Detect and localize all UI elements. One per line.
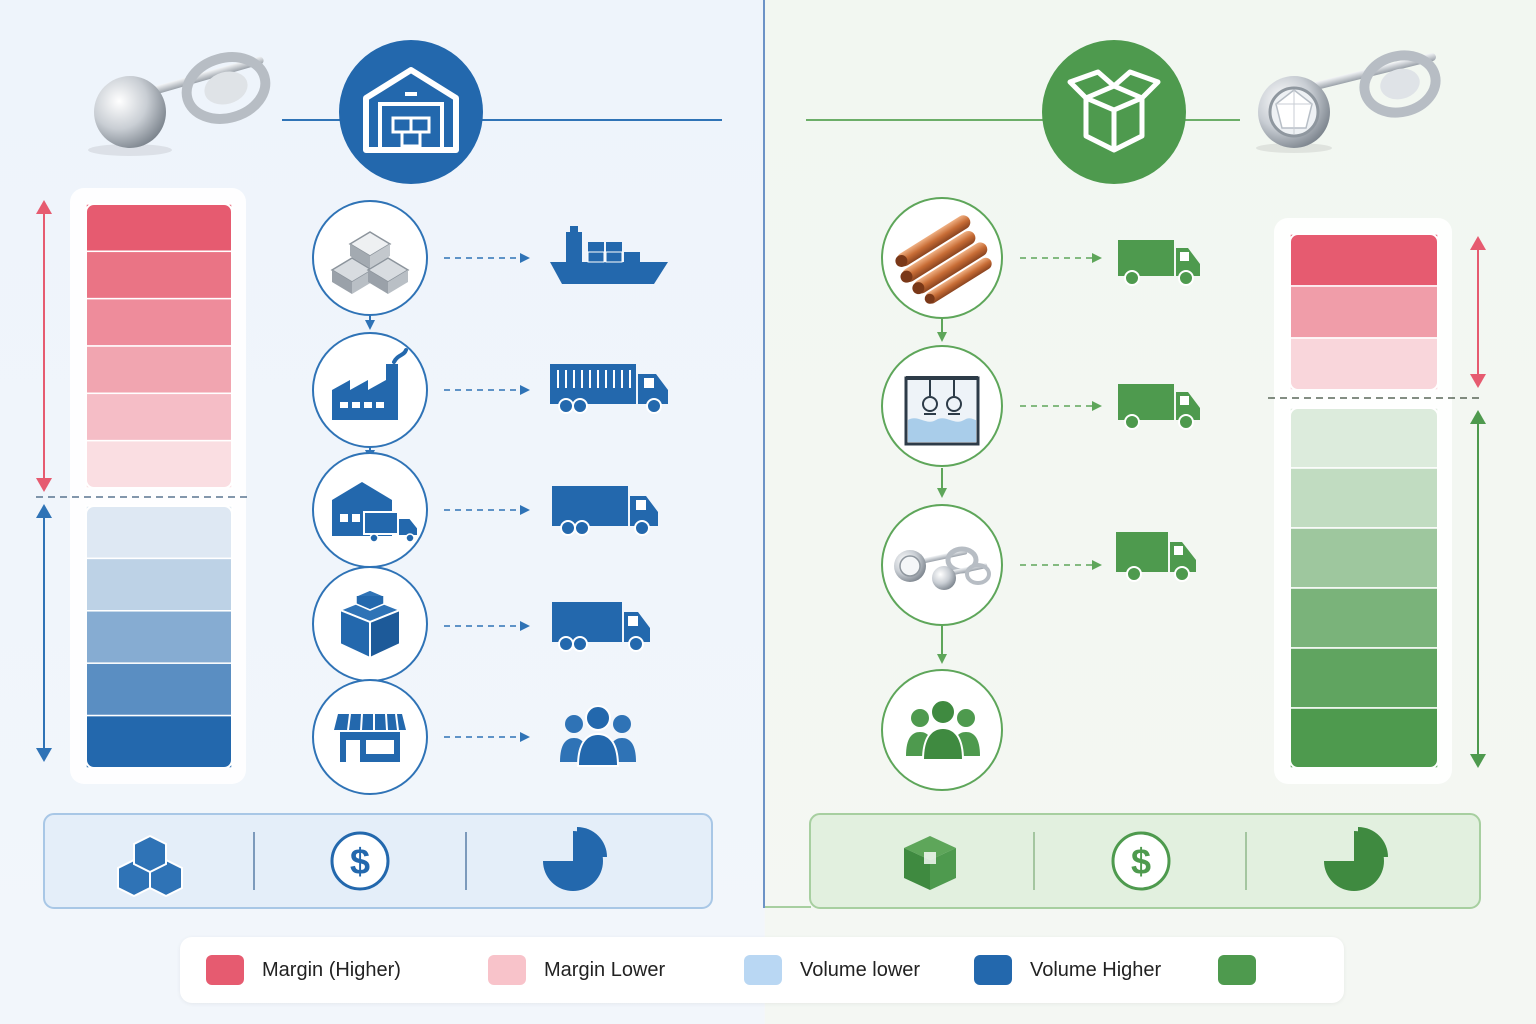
delivery-truck-icon [1116, 532, 1196, 582]
left-margin-volume-bar [85, 203, 233, 769]
legend-label: Margin (Higher) [262, 958, 401, 981]
volume-segment [85, 714, 233, 769]
panel-divider-foot [765, 906, 811, 908]
customers-icon [560, 705, 636, 767]
delivery-truck-icon [1118, 384, 1200, 430]
svg-text:$: $ [350, 841, 370, 882]
volume-segment [1289, 707, 1439, 769]
volume-frame [85, 505, 233, 769]
supply-chain-diagram: $ $ [36, 40, 1486, 909]
volume-frame [1289, 407, 1439, 769]
legend-label: Volume Higher [1030, 958, 1162, 981]
right-stage-4 [881, 669, 1003, 791]
legend-swatch [744, 955, 782, 985]
legend-swatch [488, 955, 526, 985]
margin-frame [85, 203, 233, 489]
left-margin-range-arrow [36, 200, 52, 492]
left-stage-2 [312, 332, 428, 448]
margin-segment [85, 203, 233, 253]
left-stage-4 [312, 566, 428, 682]
svg-text:$: $ [1131, 841, 1151, 882]
margin-frame [1289, 233, 1439, 391]
volume-segment [85, 505, 233, 560]
legend-item-margin-lower: Margin Lower [488, 937, 665, 1003]
open-box-icon [1042, 40, 1186, 184]
margin-segment [85, 345, 233, 395]
legend-label: Volume lower [800, 958, 921, 981]
right-stage-3 [881, 504, 1003, 626]
volume-segment [1289, 407, 1439, 469]
packaging-boxes-icon [337, 589, 403, 660]
volume-segment [1289, 587, 1439, 649]
margin-segment [85, 439, 233, 489]
margin-segment [85, 392, 233, 442]
left-stage-3 [312, 452, 428, 568]
left-stage-1 [312, 200, 428, 316]
pie-chart-icon [543, 827, 607, 891]
right-margin-volume-bar [1289, 233, 1439, 769]
left-volume-range-arrow [36, 504, 52, 762]
margin-segment [85, 250, 233, 300]
crystal-stud-earring-icon [1256, 50, 1441, 153]
volume-segment [85, 610, 233, 664]
right-volume-range-arrow [1470, 410, 1486, 768]
finished-earrings-icon [894, 546, 991, 590]
customers-icon [906, 699, 980, 761]
distribution-warehouse-icon [332, 482, 419, 543]
panel-divider [763, 0, 765, 908]
legend-item-volume-higher: Volume Higher [974, 937, 1161, 1003]
volume-segment [1289, 527, 1439, 589]
volume-segment [1289, 647, 1439, 709]
legend-item-green [1218, 937, 1274, 1003]
container-truck-icon [550, 364, 668, 414]
legend-swatch [1218, 955, 1256, 985]
volume-segment [85, 662, 233, 717]
legend-item-volume-lower: Volume lower [744, 937, 920, 1003]
margin-segment [1289, 233, 1439, 287]
retail-store-icon [334, 713, 406, 762]
volume-segment [85, 557, 233, 612]
legend: Margin (Higher) Margin Lower Volume lowe… [180, 937, 1344, 1003]
margin-segment [1289, 285, 1439, 339]
silver-bars-icon [330, 231, 410, 294]
margin-segment [85, 297, 233, 347]
warehouse-icon [339, 40, 483, 184]
legend-swatch [974, 955, 1012, 985]
right-stage-2 [881, 345, 1003, 467]
factory-icon [332, 348, 408, 420]
cargo-ship-icon [550, 226, 668, 284]
margin-segment [1289, 337, 1439, 391]
right-stage-1 [881, 197, 1003, 319]
cube-icon [904, 836, 956, 890]
legend-label: Margin Lower [544, 958, 666, 981]
plating-bath-icon [904, 376, 980, 446]
pie-chart-icon [1324, 827, 1388, 891]
right-margin-range-arrow [1470, 236, 1486, 388]
cubes-icon [117, 834, 183, 898]
ball-stud-earring-icon [88, 52, 271, 156]
dollar-icon: $ [330, 831, 390, 891]
left-stage-5 [312, 679, 428, 795]
volume-segment [1289, 467, 1439, 529]
copper-tubes-icon [895, 215, 992, 304]
legend-item-margin-higher: Margin (Higher) [206, 937, 401, 1003]
box-truck-icon [552, 602, 650, 652]
box-truck-icon [552, 486, 658, 536]
delivery-truck-icon [1118, 240, 1200, 286]
legend-swatch [206, 955, 244, 985]
dollar-icon: $ [1111, 831, 1171, 891]
